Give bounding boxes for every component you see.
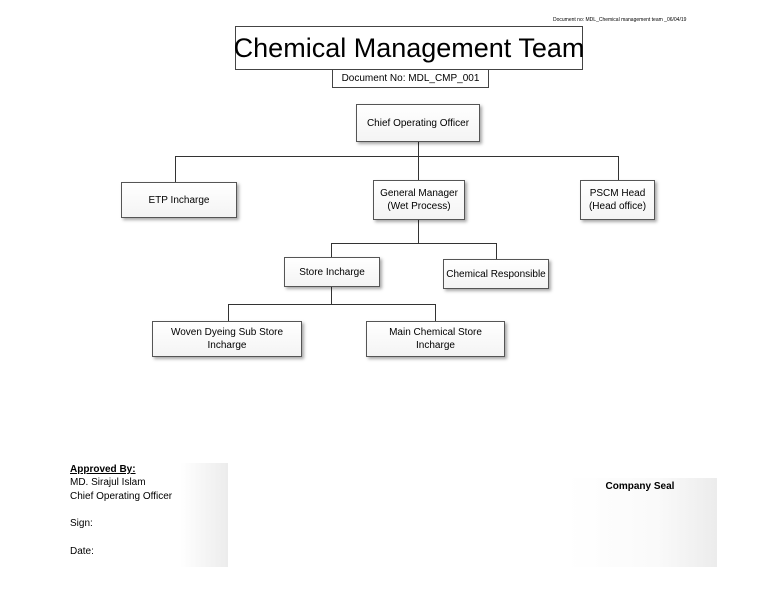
sign-label: Sign: bbox=[70, 518, 93, 529]
page-title-text: Chemical Management Team bbox=[233, 32, 585, 63]
approver-name: MD. Sirajul Islam bbox=[70, 477, 146, 488]
node-label-line1: General Manager bbox=[380, 188, 458, 199]
connector-coo-down bbox=[418, 141, 419, 157]
node-label: Chief Operating Officer bbox=[366, 117, 470, 129]
node-label-line2: Incharge bbox=[416, 340, 455, 351]
company-seal-label: Company Seal bbox=[605, 481, 675, 492]
node-label-line1: PSCM Head bbox=[589, 188, 646, 199]
date-label: Date: bbox=[70, 546, 94, 557]
document-number-text: Document No: MDL_CMP_001 bbox=[341, 73, 480, 84]
connector-store bbox=[331, 243, 332, 258]
document-number: Document No: MDL_CMP_001 bbox=[332, 69, 489, 88]
node-general-manager: General Manager (Wet Process) bbox=[373, 180, 465, 220]
connector-gm-down bbox=[418, 219, 419, 244]
node-label: Chemical Responsible bbox=[446, 268, 546, 280]
document-reference: Document no: MDL_Chemical management tea… bbox=[553, 17, 687, 23]
node-label-line1: Woven Dyeing Sub Store bbox=[170, 327, 284, 338]
node-chemical-responsible: Chemical Responsible bbox=[443, 259, 549, 289]
node-main-chemical-store: Main Chemical Store Incharge bbox=[366, 321, 505, 357]
page-title: Chemical Management Team bbox=[233, 26, 585, 70]
connector-level1-horizontal bbox=[175, 156, 619, 157]
node-label-line2: (Head office) bbox=[588, 201, 647, 212]
connector-etp bbox=[175, 156, 176, 183]
node-label: ETP Incharge bbox=[148, 194, 210, 206]
company-seal-panel: Company Seal bbox=[567, 478, 717, 567]
connector-woven bbox=[228, 304, 229, 322]
approval-heading: Approved By: bbox=[70, 464, 136, 475]
node-label-line1: Main Chemical Store bbox=[389, 327, 482, 338]
node-woven-dyeing-sub-store: Woven Dyeing Sub Store Incharge bbox=[152, 321, 302, 357]
approver-designation: Chief Operating Officer bbox=[70, 491, 173, 502]
node-label-line2: (Wet Process) bbox=[387, 201, 451, 212]
node-etp-incharge: ETP Incharge bbox=[121, 182, 237, 218]
node-label: Store Incharge bbox=[299, 266, 365, 278]
approval-panel: Approved By: MD. Sirajul Islam Chief Ope… bbox=[69, 463, 228, 567]
connector-pscm bbox=[618, 156, 619, 181]
connector-gm bbox=[418, 156, 419, 181]
node-pscm-head: PSCM Head (Head office) bbox=[580, 180, 655, 220]
node-chief-operating-officer: Chief Operating Officer bbox=[356, 104, 480, 142]
node-store-incharge: Store Incharge bbox=[284, 257, 380, 287]
connector-level2-horizontal bbox=[331, 243, 497, 244]
connector-main-store bbox=[435, 304, 436, 322]
node-label-line2: Incharge bbox=[207, 340, 247, 351]
connector-store-down bbox=[331, 286, 332, 305]
connector-chemical-responsible bbox=[496, 243, 497, 260]
connector-level3-horizontal bbox=[228, 304, 436, 305]
